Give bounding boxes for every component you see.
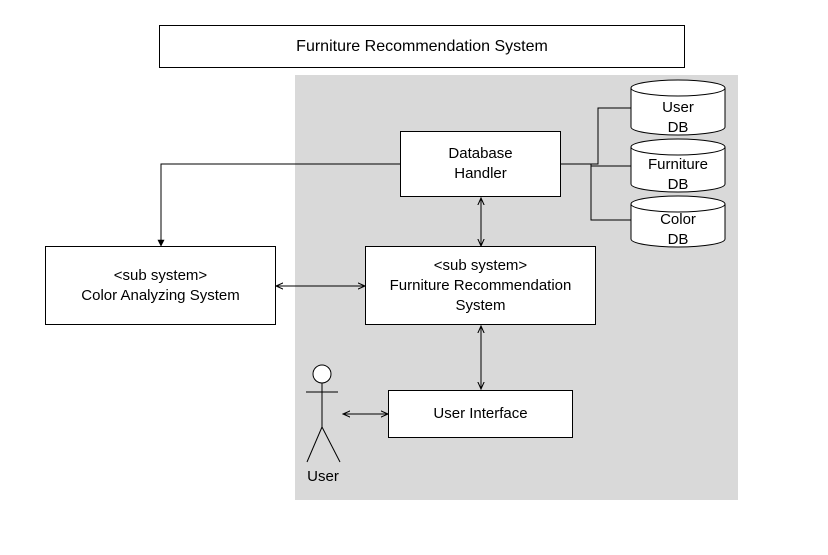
- furniture-recommendation-line1: Furniture Recommendation: [389, 276, 572, 294]
- user-interface-box: User Interface: [388, 390, 573, 438]
- furniture-recommendation-stereotype: <sub system>: [433, 256, 528, 274]
- user-db-label-2: DB: [667, 119, 689, 136]
- user-db-cylinder: User DB: [630, 79, 726, 137]
- furniture-db-label-2: DB: [667, 176, 689, 193]
- furniture-recommendation-line2: System: [455, 296, 506, 314]
- diagram-title-text: Furniture Recommendation System: [296, 37, 548, 55]
- furniture-db-cylinder: Furniture DB: [630, 138, 726, 194]
- color-analyzing-stereotype: <sub system>: [113, 266, 208, 284]
- color-db-cylinder: Color DB: [630, 195, 726, 249]
- cylinder-icon: [630, 79, 726, 136]
- furniture-db-label-1: Furniture: [647, 156, 709, 173]
- diagram-title: Furniture Recommendation System: [159, 25, 685, 68]
- database-handler-line1: Database: [448, 145, 513, 162]
- database-handler-box: Database Handler: [400, 131, 561, 197]
- color-db-label-2: DB: [667, 231, 689, 248]
- database-handler-line2: Handler: [454, 165, 507, 182]
- color-analyzing-system-box: <sub system> Color Analyzing System: [45, 246, 276, 325]
- user-actor-icon: [306, 364, 341, 463]
- user-interface-label: User Interface: [433, 405, 528, 422]
- cylinder-icon: [630, 138, 726, 193]
- color-db-label-1: Color: [660, 211, 696, 228]
- color-analyzing-name: Color Analyzing System: [81, 286, 240, 304]
- cylinder-icon: [630, 195, 726, 248]
- user-actor-label: User: [307, 468, 339, 485]
- user-db-label-1: User: [662, 99, 694, 116]
- dbhandler-db-bracket: [561, 107, 631, 221]
- furniture-recommendation-box: <sub system> Furniture Recommendation Sy…: [365, 246, 596, 325]
- dbhandler-to-color-connector: [157, 163, 400, 247]
